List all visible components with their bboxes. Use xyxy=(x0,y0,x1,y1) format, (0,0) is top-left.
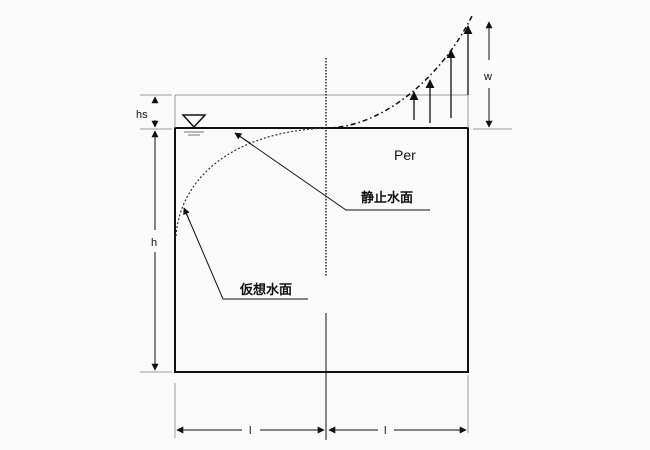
water-level-symbol-icon xyxy=(181,114,207,136)
h-label: h xyxy=(151,237,157,249)
virtual-water-surface-label: 仮想水面 xyxy=(239,282,292,298)
virtual-water-leader xyxy=(183,207,308,300)
per-label: Per xyxy=(394,147,416,163)
static-water-surface-label: 静止水面 xyxy=(361,190,413,206)
virtual-water-curve xyxy=(175,127,327,237)
l-right-label: l xyxy=(384,425,386,437)
structure-box xyxy=(174,127,469,373)
pressure-arrows xyxy=(409,25,473,123)
static-water-leader xyxy=(234,132,430,211)
l-left-label: l xyxy=(249,425,251,437)
pressure-curve xyxy=(325,15,473,129)
hs-top-line xyxy=(174,94,469,128)
hs-label: hs xyxy=(136,109,148,121)
w-label: w xyxy=(483,71,492,83)
